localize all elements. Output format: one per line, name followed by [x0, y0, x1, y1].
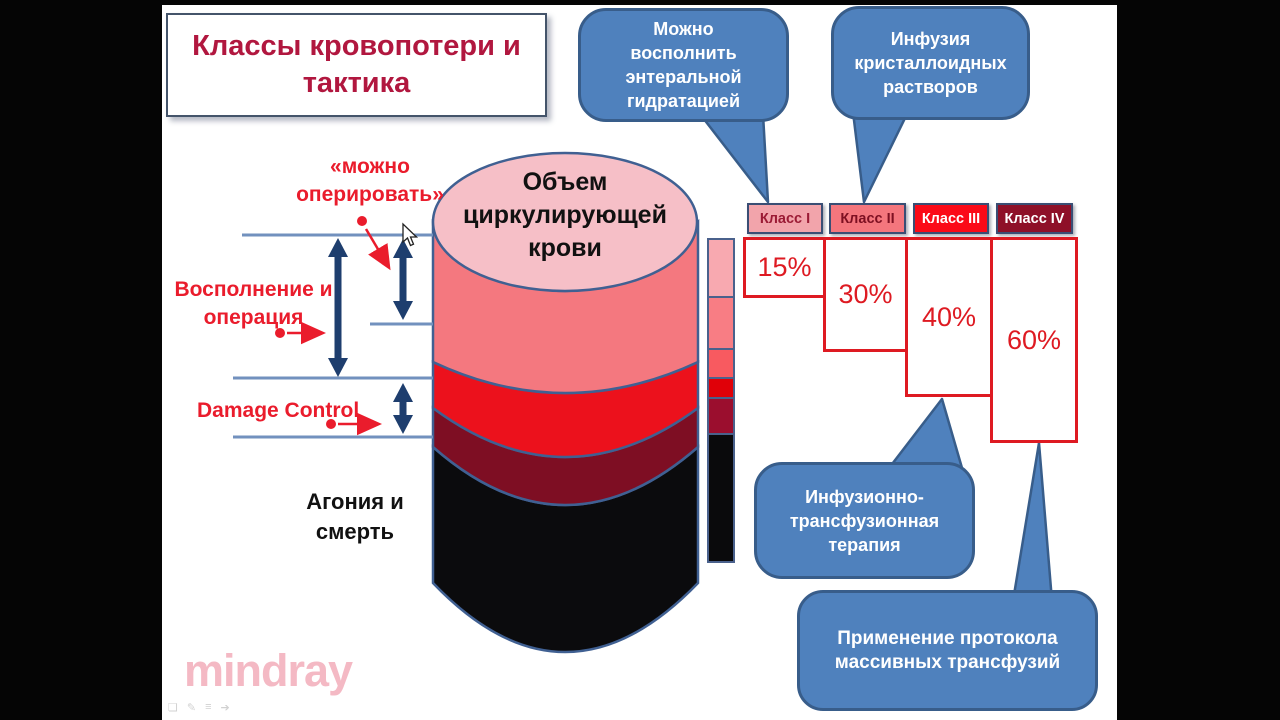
class-2-header: Класс II [829, 203, 906, 234]
scale-segment [707, 296, 735, 350]
class-4-percent-box: 60% [990, 237, 1078, 443]
label-damage-control: Damage Control [197, 399, 360, 422]
presenter-controls: ❏ ✎ ≡ ➔ [168, 701, 230, 714]
callout-text: Применение протокола массивных трансфузи… [834, 627, 1061, 673]
callout-text: Инфузия кристаллоидных растворов [854, 29, 1007, 97]
letterbox-top [0, 0, 1280, 5]
label-agony-death: Агония и смерть [306, 489, 404, 544]
callout-infusion-transfusion-therapy: Инфузионно-трансфузионная терапия [754, 462, 975, 579]
class-1-percent-box: 15% [743, 237, 826, 298]
letterbox-left [0, 0, 162, 720]
label-can-operate: «можно оперировать» [296, 155, 444, 206]
scale-segment [707, 397, 735, 435]
range-double-arrows [328, 238, 413, 434]
slide-title-box: Классы кровопотери и тактика [166, 13, 547, 117]
callout-enteral-hydration: Можно восполнить энтеральной гидратацией [578, 8, 789, 122]
bubble-tails [698, 110, 1054, 603]
pen-icon[interactable]: ✎ [186, 702, 197, 714]
label-circulating-blood-volume: Объем циркулирующей крови [463, 168, 667, 262]
mindray-logo: mindray [184, 645, 353, 696]
scale-segment [707, 377, 735, 399]
callout-massive-transfusion-protocol: Применение протокола массивных трансфузи… [797, 590, 1098, 711]
callout-crystalloid-infusion: Инфузия кристаллоидных растворов [831, 6, 1030, 120]
next-icon[interactable]: ➔ [220, 702, 230, 714]
scale-segment [707, 348, 735, 379]
label-replenish-operation: Восполнение и операция [174, 278, 333, 329]
slides-icon[interactable]: ≡ [205, 701, 212, 713]
class-3-percent-box: 40% [905, 237, 993, 397]
letterbox-right [1117, 0, 1280, 720]
slide-title: Классы кровопотери и тактика [192, 30, 521, 99]
scale-segment [707, 433, 735, 563]
blood-volume-cylinder [431, 151, 700, 654]
callout-text: Инфузионно-трансфузионная терапия [789, 486, 940, 555]
red-callout-arrows [275, 216, 391, 436]
class-3-header: Класс III [913, 203, 989, 234]
level-lines [233, 233, 433, 439]
class-4-header: Класс IV [996, 203, 1073, 234]
callout-text: Можно восполнить энтеральной гидратацией [625, 19, 742, 111]
comment-icon[interactable]: ❏ [168, 702, 178, 714]
blood-loss-scale-bar [707, 238, 735, 563]
class-2-percent-box: 30% [823, 237, 908, 352]
class-1-header: Класс I [747, 203, 823, 234]
mouse-cursor-icon [402, 222, 419, 247]
scale-segment [707, 238, 735, 298]
